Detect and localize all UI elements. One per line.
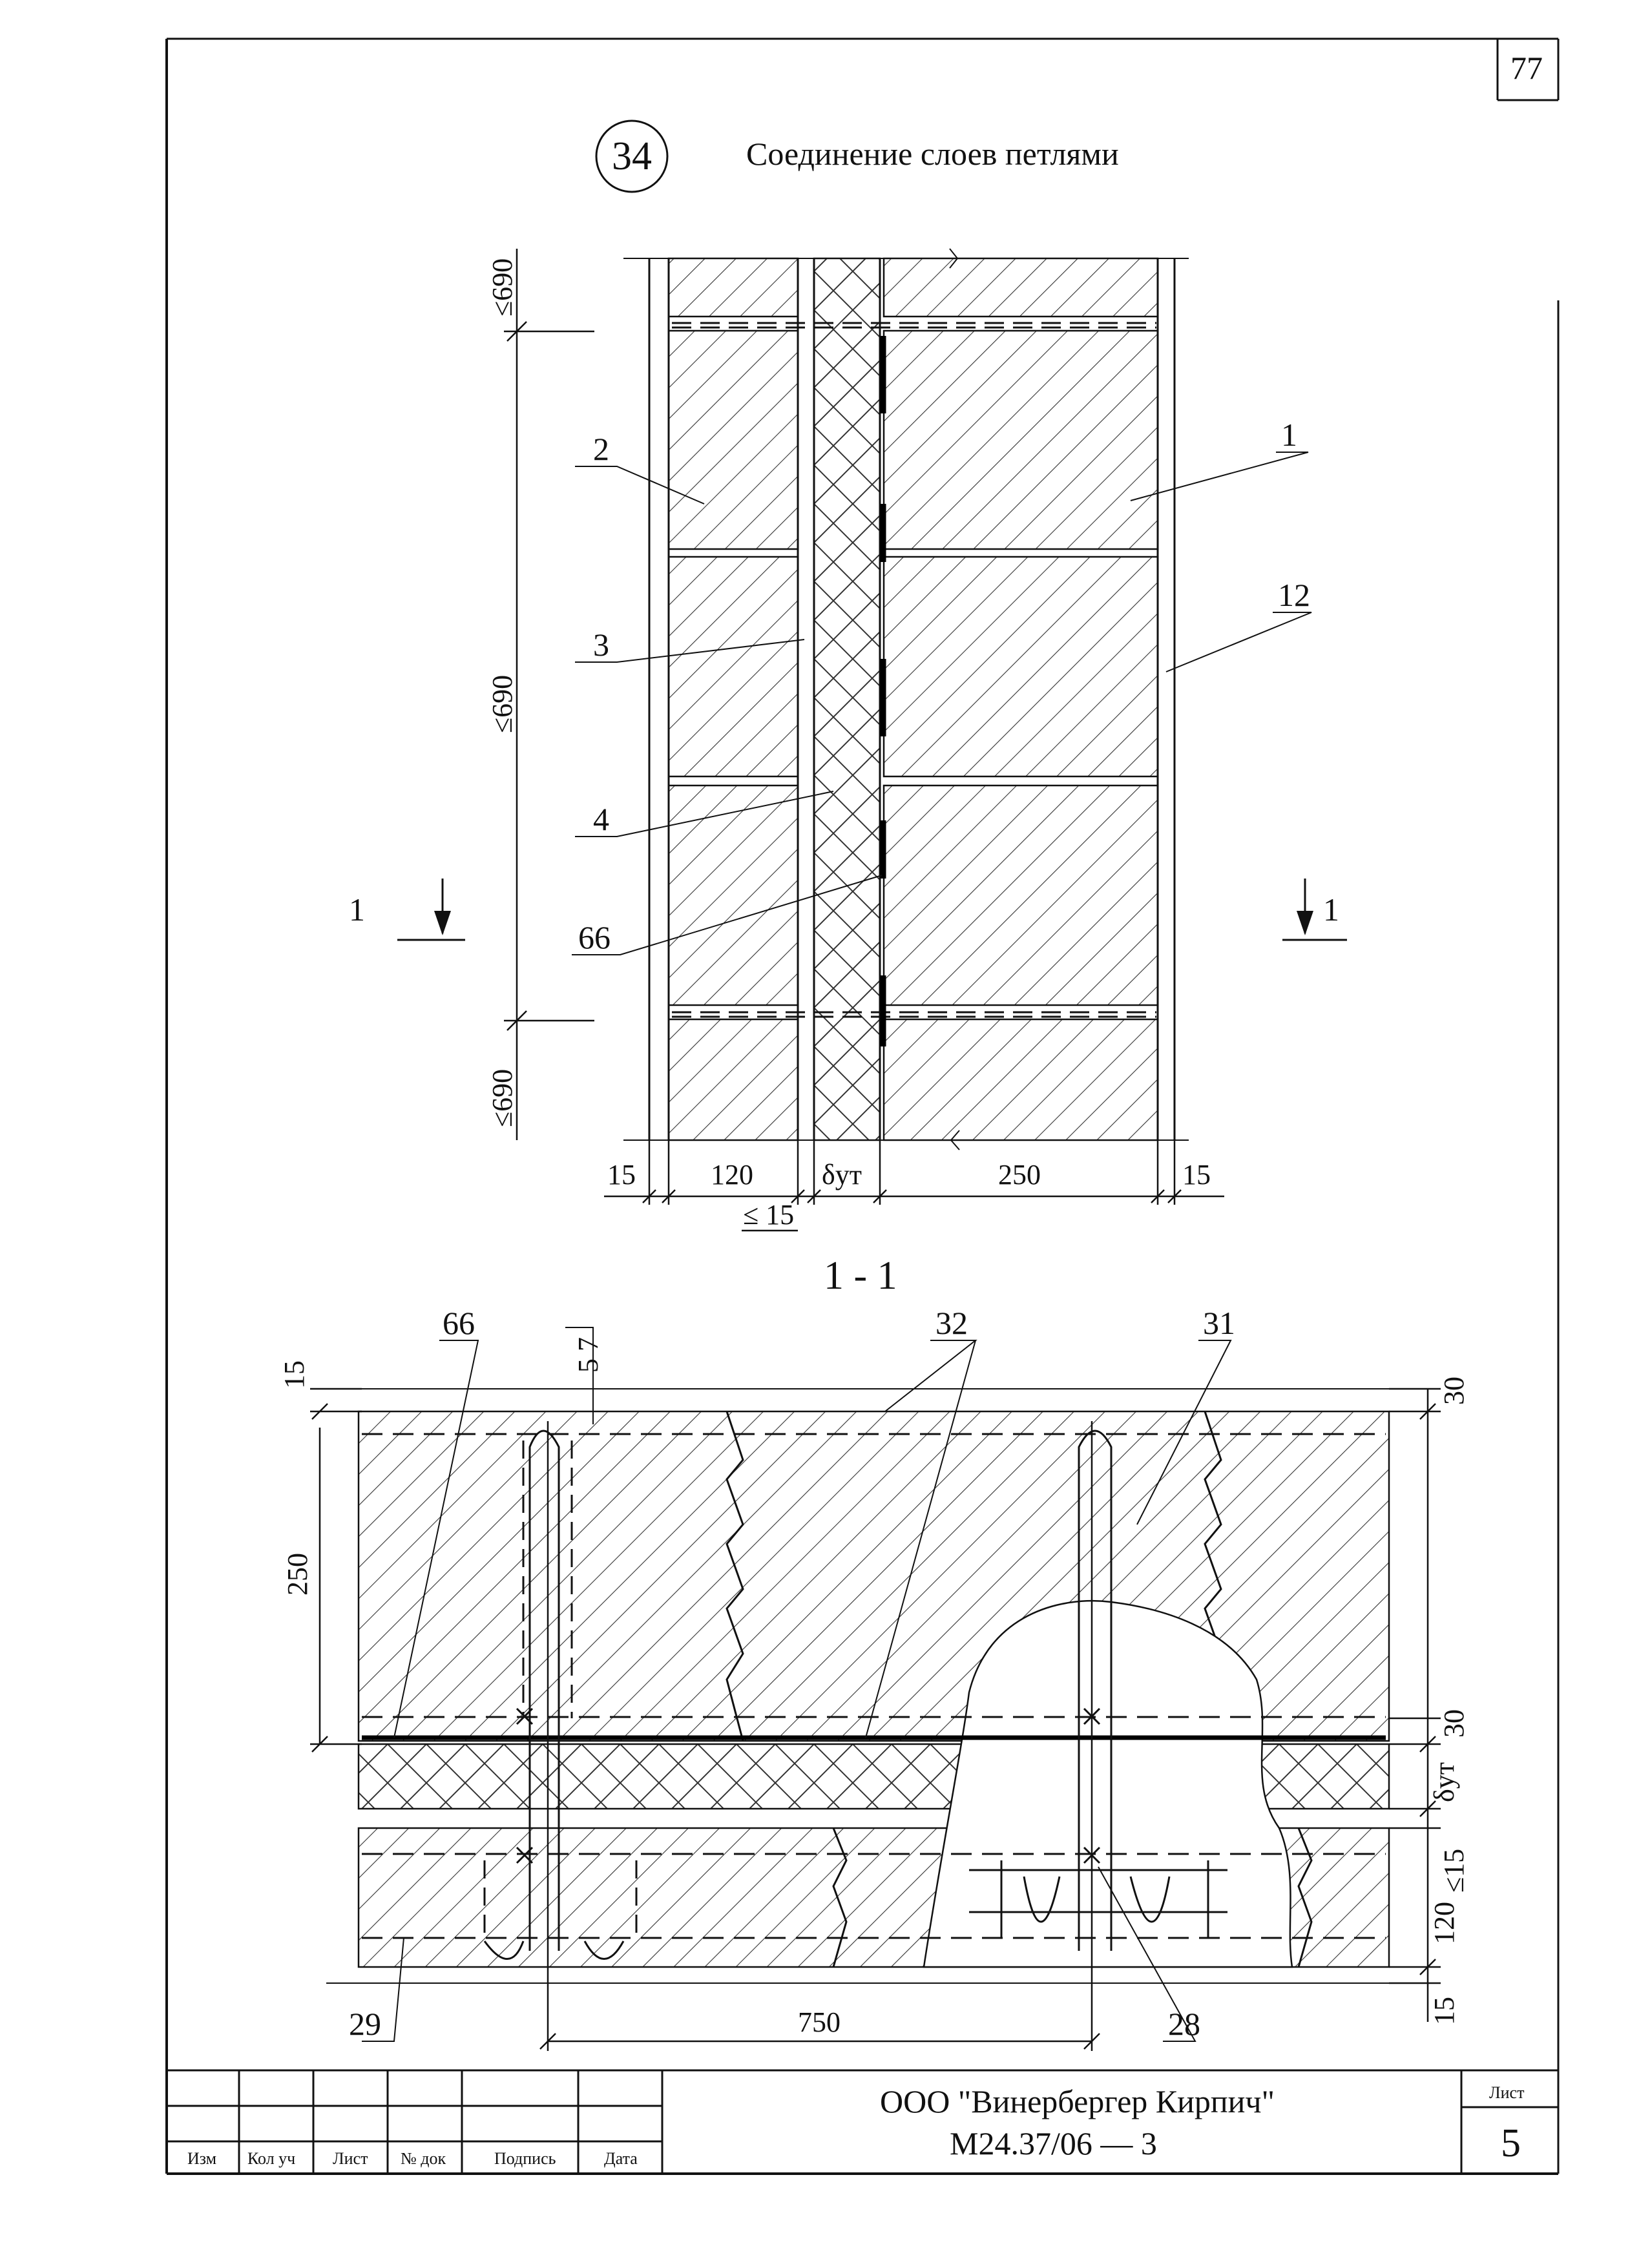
- dim-bottom-delta: δут: [822, 1159, 862, 1191]
- section-dim-right-120: 120: [1428, 1902, 1460, 1944]
- elevation-view: ≤690 ≤690 ≤690 2 1 3 12 4 66 1 1: [349, 248, 1347, 1232]
- dim-vertical-middle: ≤690: [486, 675, 518, 733]
- dim-vertical-top: ≤690: [486, 258, 518, 317]
- elevation-label-4: 4: [593, 801, 609, 837]
- title-col-list: Лист: [333, 2149, 368, 2168]
- section-mark-left: 1: [349, 891, 365, 928]
- sheet-frame: [165, 37, 1560, 2175]
- title-col-izm: Изм: [187, 2149, 216, 2168]
- elevation-label-2: 2: [593, 431, 609, 467]
- section-dim-right-max15: ≤15: [1438, 1849, 1470, 1893]
- title-col-date: Дата: [604, 2149, 638, 2168]
- section-dim-750: 750: [798, 2006, 841, 2038]
- section-dim-left-15: 15: [278, 1360, 310, 1389]
- sheet-corner-number: 77: [1510, 50, 1543, 86]
- section-label-66: 66: [443, 1305, 475, 1341]
- title-block: [167, 2069, 1558, 2174]
- title-code: М24.37/06 — 3: [950, 2125, 1157, 2161]
- title-company: ООО "Винербергер Кирпич": [880, 2083, 1275, 2119]
- detail-number-circle: [595, 120, 669, 193]
- title-col-doc: № док: [401, 2149, 446, 2168]
- detail-title: Соединение слоев петлями: [746, 136, 1119, 172]
- section-label-5-7: 5 7: [572, 1337, 604, 1373]
- dim-bottom-15-right: 15: [1182, 1159, 1211, 1191]
- dim-vertical-bottom: ≤690: [486, 1069, 518, 1127]
- section-view: 66 5 7 32 31 29 28 15 250: [278, 1305, 1470, 2051]
- title-col-signature: Подпись: [494, 2149, 556, 2168]
- title-sheet-number: 5: [1501, 2121, 1521, 2165]
- title-sheet-label: Лист: [1489, 2083, 1524, 2102]
- dim-bottom-120: 120: [711, 1159, 753, 1191]
- section-dim-right-30-top: 30: [1438, 1377, 1470, 1405]
- section-title: 1 - 1: [824, 1254, 897, 1298]
- dim-bottom-250: 250: [998, 1159, 1041, 1191]
- dim-bottom-15-left: 15: [607, 1159, 636, 1191]
- section-label-29: 29: [349, 2006, 381, 2042]
- section-mark-right: 1: [1323, 891, 1339, 928]
- section-dim-right-15: 15: [1428, 1997, 1460, 2025]
- section-dim-left-250: 250: [282, 1553, 313, 1596]
- detail-header: 34 Соединение слоев петлями: [595, 120, 1119, 193]
- section-label-32: 32: [935, 1305, 968, 1341]
- detail-number: 34: [612, 134, 652, 178]
- elevation-label-1: 1: [1281, 417, 1297, 453]
- section-label-28: 28: [1168, 2006, 1200, 2042]
- elevation-label-12: 12: [1278, 577, 1310, 613]
- title-col-kol-uch: Кол уч: [247, 2149, 295, 2168]
- elevation-label-3: 3: [593, 627, 609, 663]
- section-dim-right-30-bottom: 30: [1438, 1709, 1470, 1738]
- section-label-31: 31: [1203, 1305, 1235, 1341]
- section-dim-right-delta: δут: [1428, 1762, 1460, 1802]
- elevation-label-66: 66: [578, 919, 611, 955]
- dim-bottom-max15: ≤ 15: [743, 1199, 794, 1231]
